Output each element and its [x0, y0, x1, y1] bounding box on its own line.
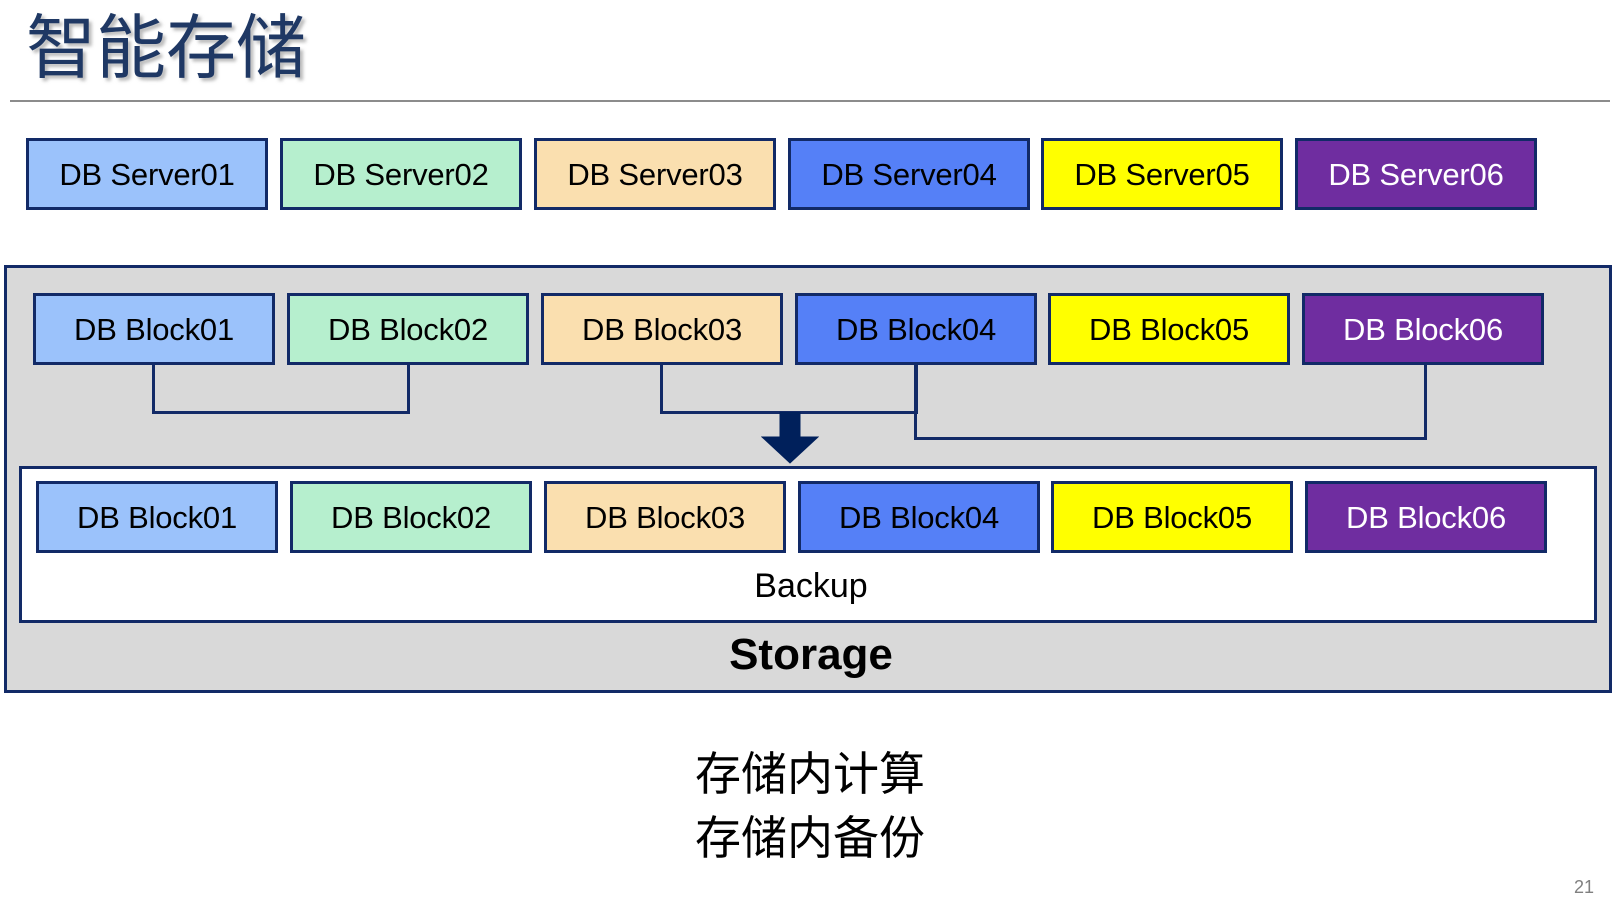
db-server-box-2[interactable]: DB Server02 — [280, 138, 522, 210]
title-divider — [10, 100, 1610, 102]
db-block-box-primary-4[interactable]: DB Block04 — [795, 293, 1037, 365]
caption-in-storage-backup: 存储内备份 — [695, 812, 925, 864]
db-server-box-6[interactable]: DB Server06 — [1295, 138, 1537, 210]
pair-block05-block06-bar — [914, 437, 1427, 440]
db-block-box-primary-2[interactable]: DB Block02 — [287, 293, 529, 365]
db-block-box-primary-1[interactable]: DB Block01 — [33, 293, 275, 365]
db-block-box-backup-4[interactable]: DB Block04 — [798, 481, 1040, 553]
page-number: 21 — [1573, 877, 1594, 897]
page-title: 智能存储 — [26, 9, 306, 87]
db-block-box-backup-1[interactable]: DB Block01 — [36, 481, 278, 553]
storage-label: Storage — [729, 630, 893, 679]
db-block-box-backup-6[interactable]: DB Block06 — [1305, 481, 1547, 553]
db-server-box-3[interactable]: DB Server03 — [534, 138, 776, 210]
down-arrow-icon — [760, 411, 820, 464]
db-block-box-backup-2[interactable]: DB Block02 — [290, 481, 532, 553]
caption-in-storage-compute: 存储内计算 — [695, 748, 925, 800]
pair-block05-block06-left-leg — [914, 365, 917, 437]
db-server-box-5[interactable]: DB Server05 — [1041, 138, 1283, 210]
db-server-box-1[interactable]: DB Server01 — [26, 138, 268, 210]
backup-label: Backup — [754, 567, 868, 605]
pair-block03-block04-left-leg — [660, 365, 663, 411]
db-block-box-backup-3[interactable]: DB Block03 — [544, 481, 786, 553]
pair-block01-block02-left-leg — [152, 365, 155, 411]
db-server-box-4[interactable]: DB Server04 — [788, 138, 1030, 210]
db-block-box-primary-5[interactable]: DB Block05 — [1048, 293, 1290, 365]
pair-block01-block02-right-leg — [407, 365, 410, 411]
db-block-box-primary-3[interactable]: DB Block03 — [541, 293, 783, 365]
pair-block01-block02-bar — [152, 411, 410, 414]
db-block-box-backup-5[interactable]: DB Block05 — [1051, 481, 1293, 553]
db-block-box-primary-6[interactable]: DB Block06 — [1302, 293, 1544, 365]
pair-block05-block06-right-leg — [1424, 365, 1427, 437]
